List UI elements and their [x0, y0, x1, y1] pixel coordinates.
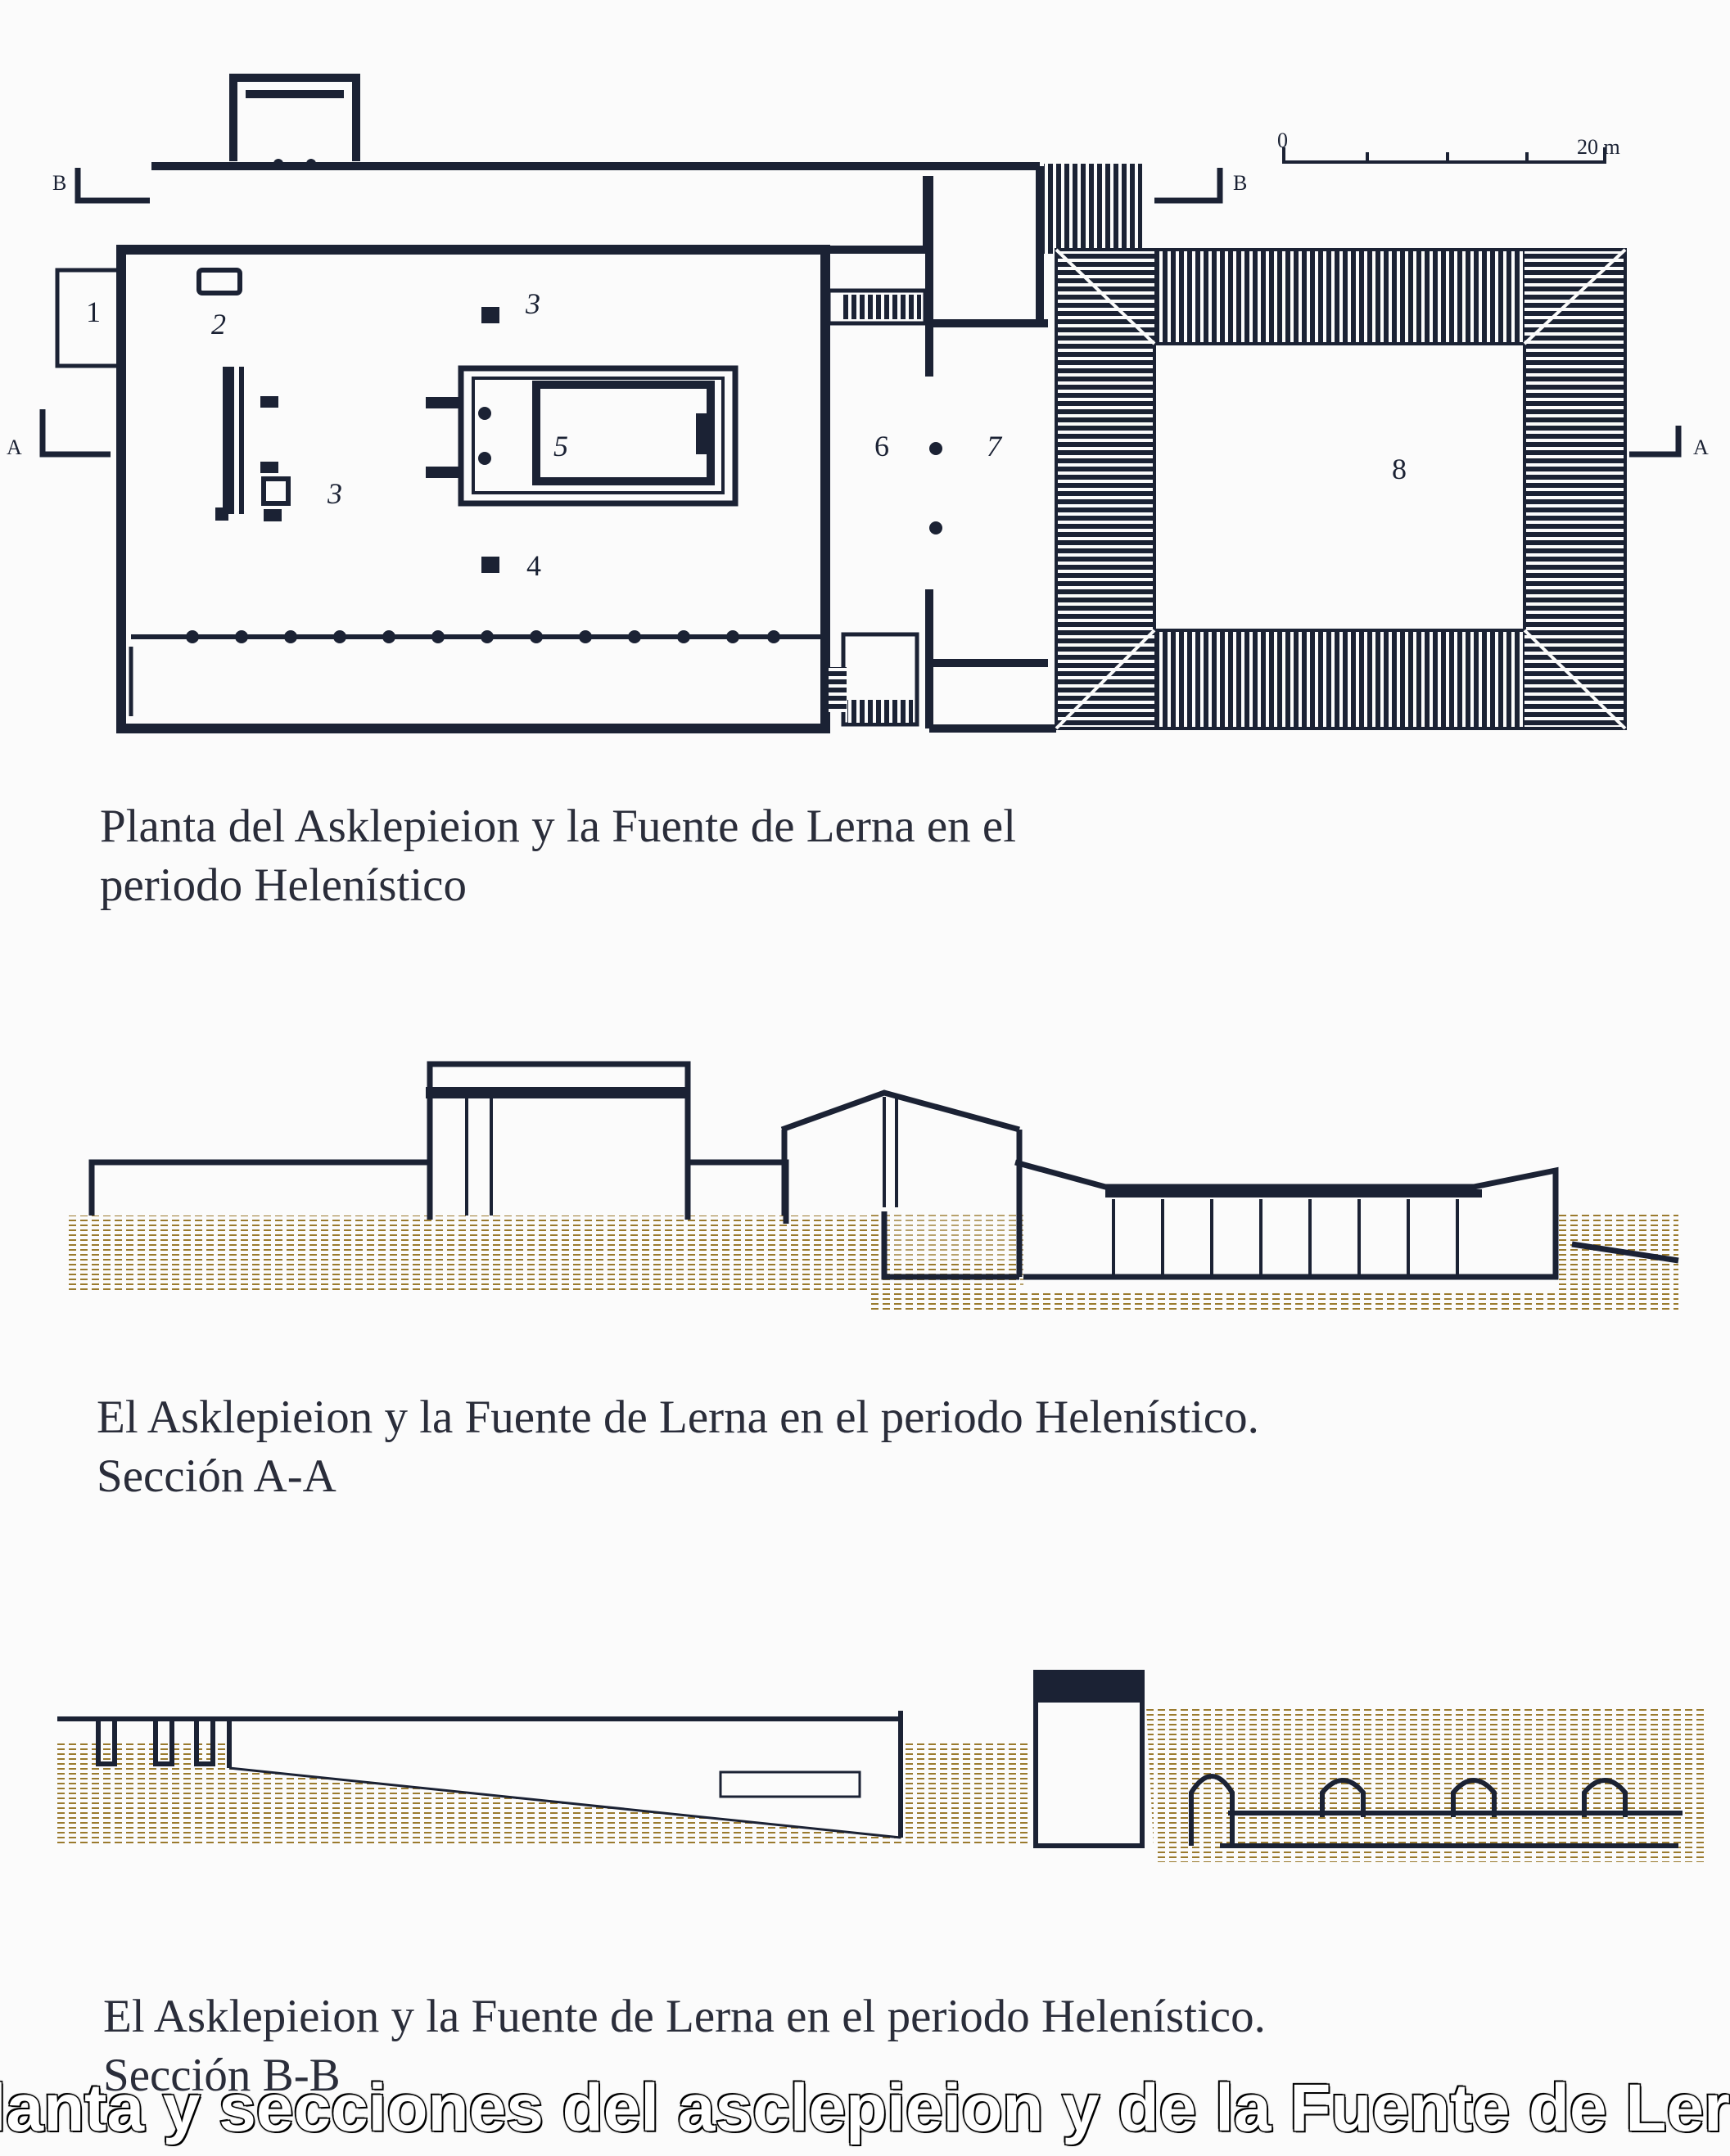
scale-end: 20 m: [1577, 135, 1620, 159]
label-8: 8: [1392, 453, 1407, 485]
plan-caption-line2: periodo Helenístico: [100, 859, 467, 911]
temple-5: [426, 365, 739, 507]
label-6: 6: [874, 430, 889, 462]
marker-b-left: B: [52, 171, 66, 195]
section-aa-structure: [88, 1061, 1679, 1280]
video-subtitle: Planta y secciones del asclepieion y de …: [0, 2067, 1730, 2156]
section-aa-caption: El Asklepieion y la Fuente de Lerna en e…: [97, 1388, 1259, 1506]
section-bb-caption: El Asklepieion y la Fuente de Lerna en e…: [103, 1987, 1266, 2105]
subtitle-text: Planta y secciones del asclepieion y de …: [0, 2070, 1730, 2147]
section-aa-columns: [1112, 1199, 1459, 1277]
plan-caption-line1: Planta del Asklepieion y la Fuente de Le…: [100, 801, 1017, 852]
section-aa-drawing: [65, 1061, 1679, 1310]
label-3b: 3: [327, 477, 342, 510]
section-bb-structure: [57, 1670, 1683, 1848]
section-aa-caption-line2: Sección A-A: [97, 1450, 337, 1502]
label-1: 1: [86, 295, 101, 328]
label-7: 7: [987, 430, 1003, 462]
label-3a: 3: [525, 287, 540, 320]
marker-b-right: B: [1233, 171, 1247, 195]
plan-walls: [55, 74, 1056, 733]
plan-stair-bottom: [847, 700, 913, 723]
plan-caption: Planta del Asklepieion y la Fuente de Le…: [100, 797, 1016, 915]
plan-drawing: 1 2 3 3 4 5 6 7 8 B B A A 0 20 m N: [7, 74, 1709, 733]
plan-stair-top: [843, 295, 921, 319]
section-aa-caption-line1: El Asklepieion y la Fuente de Lerna en e…: [97, 1391, 1259, 1443]
scale-bar: [1282, 147, 1606, 164]
section-markers: [39, 168, 1682, 458]
section-bb-drawing: [57, 1670, 1707, 1862]
section-bb-caption-line1: El Asklepieion y la Fuente de Lerna en e…: [103, 1991, 1266, 2042]
plan-bases: [196, 268, 499, 573]
plan-stair-left: [829, 667, 847, 712]
section-bb-caption-line2: Sección B-B: [103, 2050, 341, 2101]
label-2: 2: [211, 308, 226, 341]
marker-a-left: A: [7, 435, 22, 459]
marker-a-right: A: [1693, 435, 1709, 459]
court-8-peristyle: [1044, 164, 1627, 730]
scale-start: 0: [1277, 129, 1288, 152]
plan-colonnade: [186, 159, 942, 643]
label-5: 5: [553, 430, 568, 462]
label-4: 4: [526, 549, 541, 582]
